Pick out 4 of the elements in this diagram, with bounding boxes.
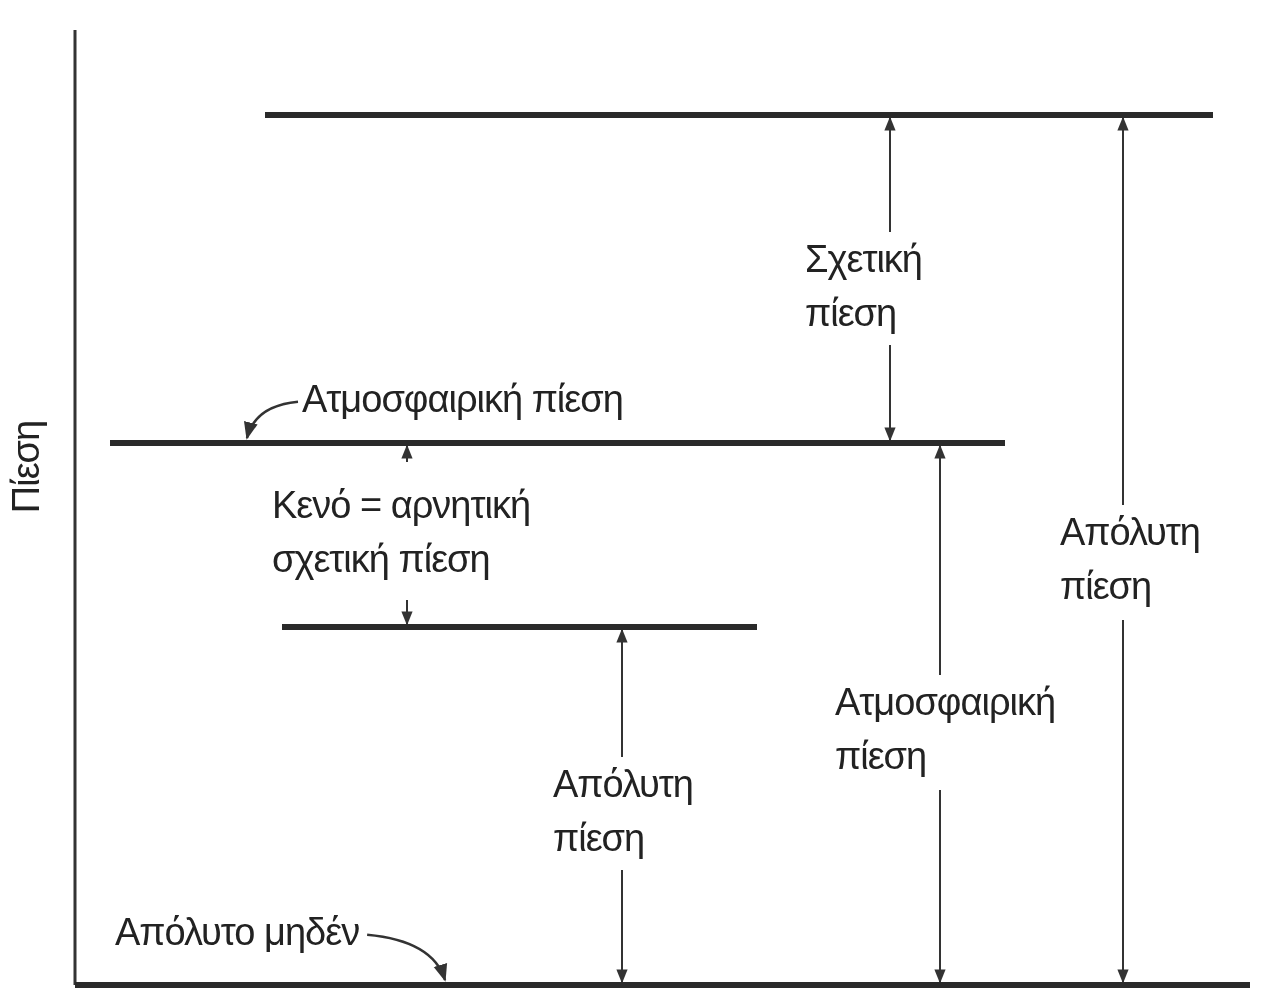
leader-label: Ατμοσφαιρική πίεση [302, 372, 623, 426]
leader-line [367, 933, 447, 982]
leader-label: Απόλυτο μηδέν [115, 905, 360, 959]
leader-line [244, 400, 299, 440]
